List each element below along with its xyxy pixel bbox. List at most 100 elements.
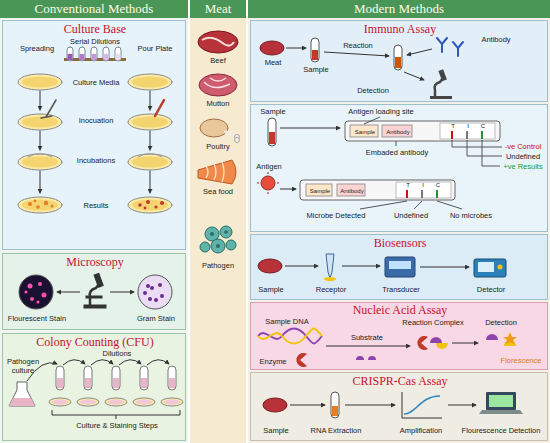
step-label: Sample xyxy=(258,286,283,295)
drawing-part xyxy=(290,405,325,406)
strip-label: Sample xyxy=(310,188,330,195)
drawing-part xyxy=(260,41,284,55)
drawing-part xyxy=(414,201,422,209)
immuno-assay-art xyxy=(260,38,463,99)
strip-label: Antibody xyxy=(340,188,363,195)
drawing-part xyxy=(452,140,502,147)
drawing-part xyxy=(57,378,63,388)
drawing-part xyxy=(202,38,234,46)
drawing-part xyxy=(18,74,62,90)
drawing-part xyxy=(103,47,109,61)
drawing-part xyxy=(190,18,246,443)
panel-title: Colony Counting (CFU) xyxy=(36,336,153,350)
step-label: Sample DNA xyxy=(265,318,308,327)
drawing-part xyxy=(420,267,469,268)
drawing-part xyxy=(258,329,322,344)
drawing-part xyxy=(86,296,102,298)
drawing-part xyxy=(436,190,438,198)
drawing-part xyxy=(430,69,452,99)
step-label: Detection xyxy=(357,87,389,96)
step-label: Beef xyxy=(210,57,225,66)
drawing-part xyxy=(481,131,483,139)
drawing-part xyxy=(290,405,476,406)
drawing-part xyxy=(51,205,54,208)
step-label: Reaction xyxy=(343,42,373,51)
drawing-part xyxy=(395,57,401,68)
drawing-part xyxy=(200,242,210,252)
drawing-part xyxy=(113,378,119,388)
drawing-part xyxy=(220,226,232,238)
step-label: Spreading xyxy=(20,45,54,54)
drawing-part xyxy=(396,141,397,146)
drawing-part xyxy=(437,38,463,56)
drawing-part xyxy=(210,230,228,248)
microscopy-art xyxy=(19,273,172,309)
drawing-part xyxy=(437,38,447,52)
drawing-part xyxy=(326,254,334,278)
step-label: Culture Media xyxy=(73,79,120,88)
strip-label: C xyxy=(481,123,485,130)
drawing-part xyxy=(77,398,99,406)
drawing-part xyxy=(128,197,172,213)
step-label: Serial Dilutions xyxy=(70,38,120,47)
drawing-part xyxy=(356,356,364,360)
step-label: Meat xyxy=(265,59,282,68)
step-label: Pour Plate xyxy=(137,45,172,54)
drawing-part xyxy=(268,192,269,194)
drawing-part xyxy=(18,114,62,130)
step-label: Flourescence Detection xyxy=(462,427,541,436)
drawing-part xyxy=(258,329,322,344)
method-panel: Nucleic Acid AssaySample DNASubstrateRea… xyxy=(250,302,548,370)
drawing-part xyxy=(436,343,448,349)
strip-label: Sample xyxy=(355,129,375,136)
method-panel: Culture BaseSpreadingPour PlateSerial Di… xyxy=(2,20,186,250)
drawing-part xyxy=(503,332,517,345)
drawing-part xyxy=(337,184,365,196)
drawing-part xyxy=(2,20,186,250)
drawing-part xyxy=(168,366,176,390)
drawing-part xyxy=(430,337,442,343)
drawing-part xyxy=(91,47,97,61)
drawing-part xyxy=(150,171,151,193)
drawing-part xyxy=(0,0,188,18)
colony-count-art xyxy=(9,360,183,419)
header-band: Meat xyxy=(190,0,246,18)
drawing-part xyxy=(385,257,415,277)
drawing-part xyxy=(280,189,296,190)
drawing-part xyxy=(402,392,442,418)
drawing-part xyxy=(143,291,147,295)
drawing-part xyxy=(421,190,423,198)
step-label: Gram Stain xyxy=(137,315,175,324)
drawing-part xyxy=(269,132,275,144)
drawing-part xyxy=(44,201,48,205)
step-label: Embaded antibody xyxy=(366,149,429,158)
drawing-part xyxy=(112,366,120,390)
drawing-part xyxy=(138,200,164,209)
step-label: Pathogen xyxy=(202,262,234,271)
step-label: Antigen loading site xyxy=(348,108,413,117)
drawing-part xyxy=(190,0,246,18)
drawing-part xyxy=(482,140,500,166)
drawing-part xyxy=(143,283,164,302)
drawing-part xyxy=(28,154,52,158)
drawing-part xyxy=(57,378,175,388)
step-label: Undefined xyxy=(506,153,540,162)
drawing-part xyxy=(296,353,307,367)
drawing-part xyxy=(79,47,85,61)
drawing-part xyxy=(250,234,548,300)
drawing-part xyxy=(250,372,548,441)
drawing-part xyxy=(452,343,478,344)
drawing-part xyxy=(451,131,453,139)
drawing-part xyxy=(34,200,37,203)
panel-title: Microscopy xyxy=(66,256,123,270)
drawing-part xyxy=(368,356,376,360)
drawing-part xyxy=(42,293,47,298)
panel-title: Immuno Assay xyxy=(364,23,436,37)
step-label: -ve Control xyxy=(505,143,542,152)
drawing-part xyxy=(200,226,236,253)
drawing-part xyxy=(332,406,338,416)
drawing-part xyxy=(19,275,53,309)
step-label: Inocuation xyxy=(79,117,114,126)
drawing-part xyxy=(199,74,237,96)
